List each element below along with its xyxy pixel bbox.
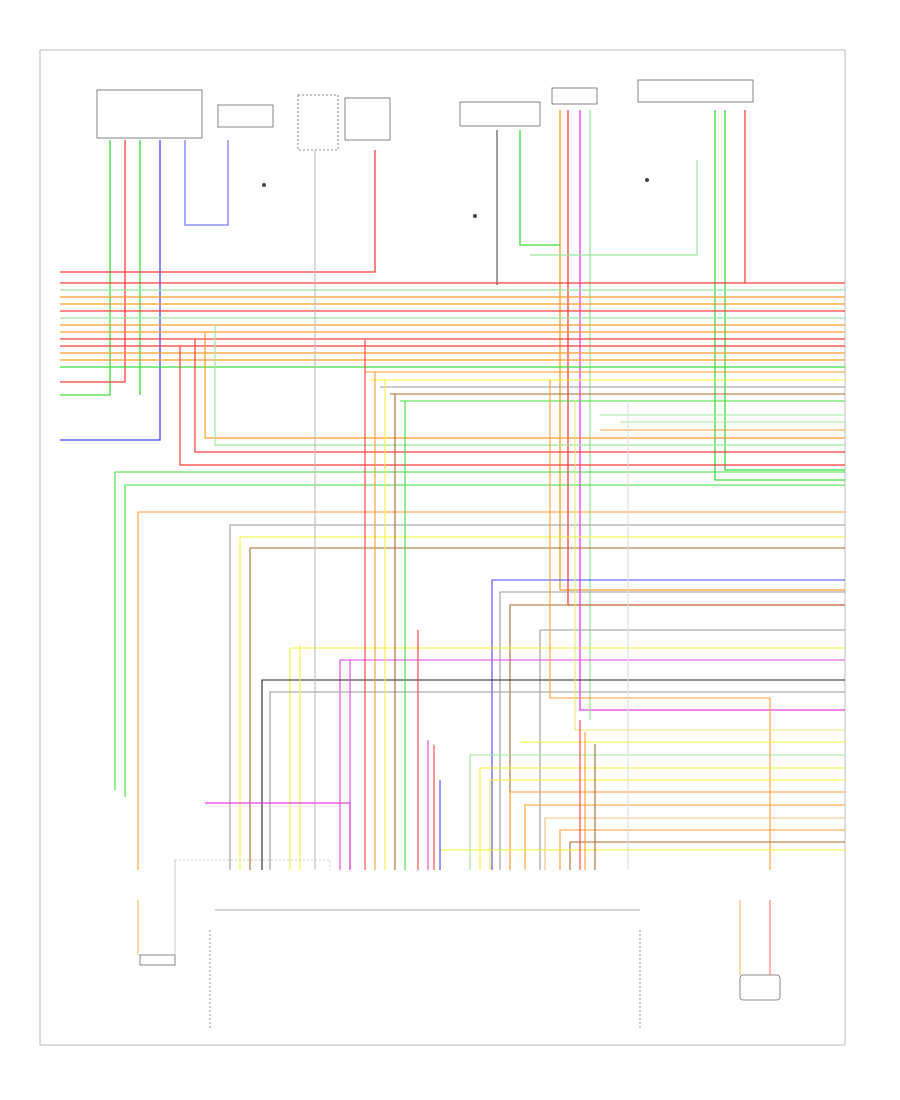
ecm-connector bbox=[209, 909, 641, 1030]
ground-point bbox=[262, 183, 266, 187]
right-harness bbox=[114, 371, 845, 870]
top-vertical-wires bbox=[60, 110, 845, 720]
switch-brake bbox=[344, 97, 391, 141]
top-modules bbox=[96, 79, 754, 151]
dlc-wire bbox=[205, 802, 351, 870]
ground-point bbox=[473, 214, 477, 218]
module-electric-throttle bbox=[551, 87, 598, 105]
left-harness bbox=[60, 282, 845, 466]
lower-components bbox=[137, 859, 781, 1001]
sensor-accelerator bbox=[459, 101, 541, 127]
switch-clutch bbox=[297, 94, 339, 151]
module-lower-steering-column bbox=[217, 104, 274, 128]
ground-point bbox=[645, 178, 649, 182]
ground-symbols bbox=[262, 178, 649, 218]
sensor-module bbox=[739, 974, 781, 1001]
ecm-drops bbox=[299, 150, 629, 870]
fuse-box bbox=[139, 954, 176, 966]
module-steering-wheel-controls bbox=[637, 79, 754, 103]
module-powertrain-control bbox=[96, 89, 203, 139]
